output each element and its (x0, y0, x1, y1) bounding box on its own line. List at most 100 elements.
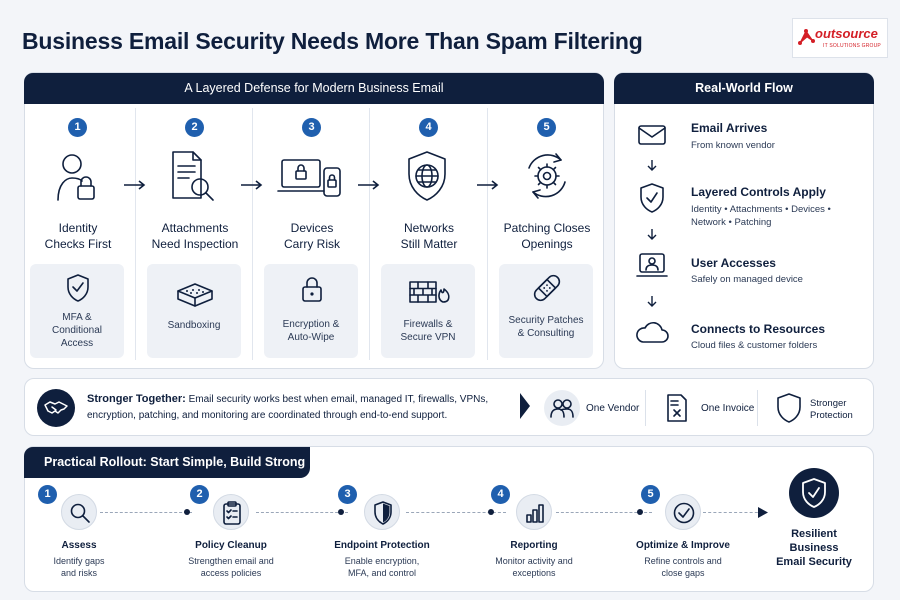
timeline-connector (100, 512, 192, 513)
step-number-badge: 5 (641, 485, 660, 504)
control-box: Encryption & Auto-Wipe (264, 264, 358, 358)
step-number-badge: 4 (491, 485, 510, 504)
control-box: Firewalls & Secure VPN (381, 264, 475, 358)
column-title: Networks Still Matter (400, 221, 458, 251)
triangle-pointer-icon (520, 393, 530, 419)
arrow-down-icon (647, 160, 657, 171)
flow-step-description: Identity • Attachments • Devices • Netwo… (691, 204, 831, 228)
column-title: Patching Closes Openings (503, 221, 591, 251)
benefit-label: Stronger Protection (810, 398, 853, 421)
flow-step-description: From known vendor (691, 140, 775, 151)
control-box: MFA & Conditional Access (30, 264, 124, 358)
shield-icon (777, 393, 801, 423)
benefit-icon-circle (544, 390, 580, 426)
users-icon (550, 399, 574, 418)
step-number-badge: 2 (185, 118, 204, 137)
triangle-pointer-icon (758, 507, 768, 518)
outcome-badge (789, 468, 839, 518)
logo-subtext: IT SOLUTIONS GROUP (823, 43, 881, 49)
arrow-right-icon (358, 180, 380, 190)
check-circle-icon (673, 502, 695, 524)
cloud-icon (636, 322, 669, 343)
handshake-icon (44, 401, 68, 414)
magnifier-icon (70, 503, 90, 523)
column-title: Attachments Need Inspection (151, 221, 239, 251)
real-world-flow-title: Real-World Flow (614, 73, 874, 104)
envelope-icon (638, 125, 666, 145)
gear-refresh-icon (528, 153, 566, 199)
user-lock-icon (57, 154, 95, 201)
shield-check-icon (640, 183, 664, 213)
step-number-badge: 1 (38, 485, 57, 504)
column-title: Devices Carry Risk (284, 221, 340, 251)
arrow-down-icon (647, 296, 657, 307)
real-world-flow-panel (614, 72, 874, 369)
step-title: Endpoint Protection (334, 540, 430, 551)
control-label: Encryption & Auto-Wipe (282, 319, 340, 343)
column-divider (487, 108, 488, 360)
bandage-patch-icon (533, 274, 561, 302)
step-title: Assess (61, 540, 97, 551)
shield-globe-icon (408, 151, 446, 201)
defense-column-patching: 5 Patching Closes Openings Security Patc… (489, 104, 605, 366)
user-laptop-icon (636, 253, 668, 277)
control-label: Firewalls & Secure VPN (400, 319, 456, 343)
stronger-together-text: Stronger Together: Email security works … (87, 391, 505, 424)
timeline-connector (256, 512, 348, 513)
defense-column-devices: 3 Devices Carry Risk Encryption & Auto-W… (254, 104, 370, 366)
step-icon-circle (364, 494, 400, 530)
control-box: Security Patches & Consulting (499, 264, 593, 358)
step-number-badge: 1 (68, 118, 87, 137)
arrow-right-icon (477, 180, 499, 190)
arrow-right-icon (124, 180, 146, 190)
column-divider (369, 108, 370, 360)
firewall-icon (409, 281, 450, 303)
stronger-together-banner (24, 378, 874, 436)
control-label: MFA & Conditional Access (51, 312, 103, 349)
defense-column-attachments: 2 Attachments Need Inspection Sandboxing (137, 104, 253, 366)
benefit-label: One Vendor (586, 403, 640, 414)
column-divider (252, 108, 253, 360)
logo-text: outsource (815, 26, 878, 41)
step-description: Refine controls and close gaps (644, 556, 722, 578)
step-title: Policy Cleanup (195, 540, 267, 551)
layered-defense-title: A Layered Defense for Modern Business Em… (24, 73, 604, 104)
step-description: Strengthen email and access policies (188, 556, 274, 578)
timeline-dot (488, 509, 494, 515)
shield-check-icon (67, 274, 89, 302)
step-icon-circle (516, 494, 552, 530)
handshake-badge (37, 389, 75, 427)
padlock-icon (302, 277, 322, 302)
control-label: Security Patches & Consulting (508, 315, 584, 339)
step-number-badge: 4 (419, 118, 438, 137)
step-description: Enable encryption, MFA, and control (344, 556, 420, 578)
stronger-together-body: Email security works best when email, ma… (87, 394, 489, 421)
timeline-dot (338, 509, 344, 515)
laptop-phone-lock-icon (277, 159, 341, 197)
step-title: Reporting (510, 540, 558, 551)
flow-step-description: Cloud files & customer folders (691, 340, 818, 351)
clipboard-icon (223, 501, 241, 525)
control-label: Sandboxing (167, 320, 221, 331)
step-icon-circle (61, 494, 97, 530)
step-description: Identify gaps and risks (53, 556, 105, 578)
outcome-label: Resilient Business Email Security (776, 528, 852, 568)
step-description: Monitor activity and exceptions (495, 556, 573, 578)
step-icon-circle (665, 494, 701, 530)
defense-column-identity: 1 Identity Checks First MFA & Conditiona… (20, 104, 136, 366)
timeline-dot (184, 509, 190, 515)
arrow-down-icon (647, 229, 657, 240)
column-title: Identity Checks First (44, 221, 112, 251)
step-number-badge: 3 (302, 118, 321, 137)
column-divider (135, 108, 136, 360)
flow-step-title: Layered Controls Apply (691, 185, 826, 199)
defense-column-networks: 4 Networks Still Matter Firewalls & Secu… (371, 104, 487, 366)
flow-step-title: User Accesses (691, 256, 776, 270)
timeline-connector (406, 512, 506, 513)
shield-check-icon (802, 478, 826, 508)
step-title: Optimize & Improve (636, 540, 730, 551)
company-logo: outsource IT SOLUTIONS GROUP (792, 18, 888, 58)
flow-step-title: Connects to Resources (691, 322, 826, 336)
stronger-together-lead: Stronger Together: (87, 393, 186, 405)
benefit-label: One Invoice (701, 403, 755, 414)
